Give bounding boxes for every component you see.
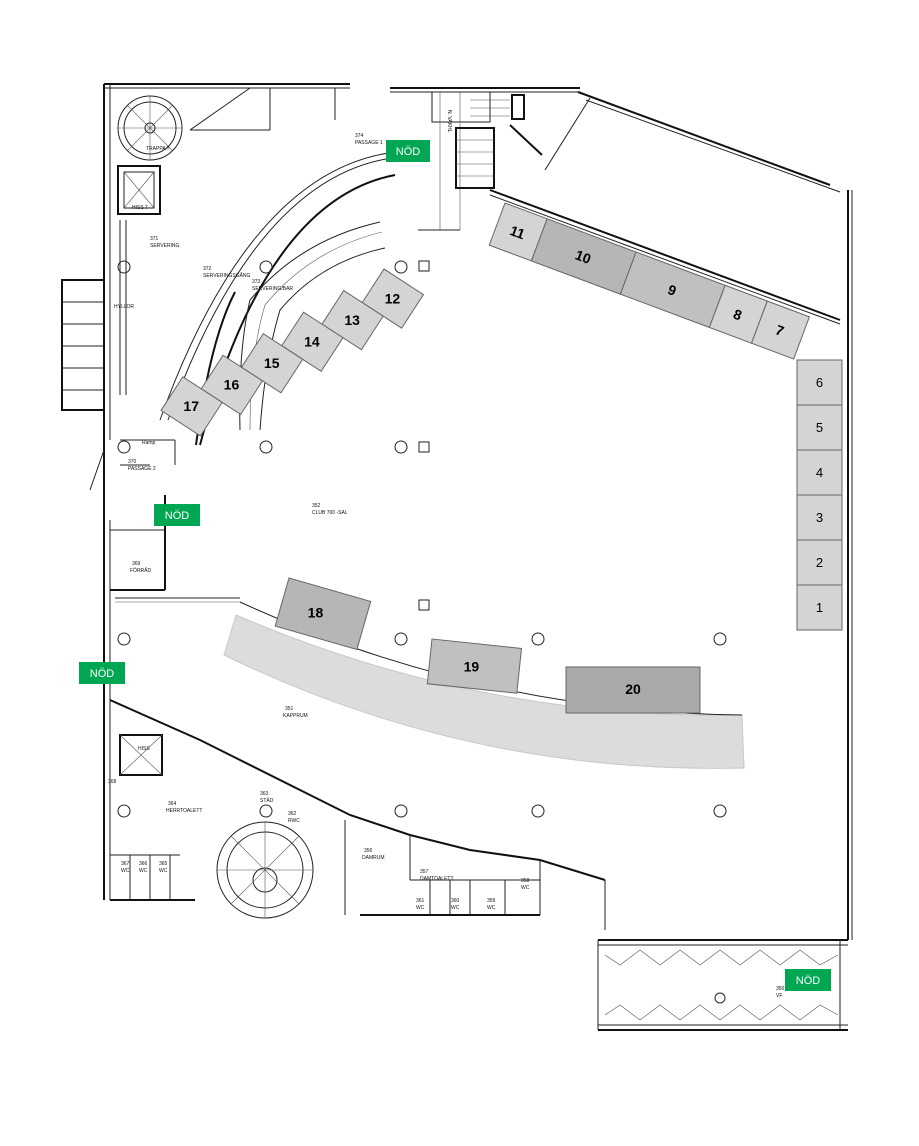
booth-17-label: 17 bbox=[183, 398, 199, 414]
room-372-number: 372 bbox=[203, 266, 212, 272]
room-374-number: 374 bbox=[355, 133, 364, 139]
room-359-number: 359 bbox=[487, 898, 496, 904]
booth-6-label: 6 bbox=[816, 375, 823, 390]
room-356-number: 356 bbox=[364, 848, 373, 854]
emergency-exit-west: NÖD bbox=[79, 662, 125, 684]
room-360-number: 360 bbox=[451, 898, 460, 904]
booth-7[interactable]: 7 bbox=[750, 300, 811, 360]
booth-18[interactable]: 18 bbox=[274, 577, 372, 651]
booth-19[interactable]: 19 bbox=[426, 638, 523, 694]
room-350-number: 350 bbox=[776, 986, 785, 992]
room-371-name: SERVERING bbox=[150, 243, 179, 249]
room-373-number: 373 bbox=[252, 279, 261, 285]
booth-16-label: 16 bbox=[224, 377, 240, 393]
walls bbox=[61, 83, 853, 1031]
room-350-name: VF bbox=[776, 993, 782, 999]
booth-11[interactable]: 11 bbox=[488, 202, 548, 262]
emergency-exit-left: NÖD bbox=[154, 504, 200, 526]
room-369-name: FÖRRÅD bbox=[130, 567, 152, 574]
room-370-number: 370 bbox=[128, 459, 137, 465]
room-351-name: KAPPRUM bbox=[283, 713, 308, 719]
elevator-label: HISS 7 bbox=[132, 205, 148, 211]
room-364-name: HERRTOALETT bbox=[166, 808, 203, 814]
room-356-name: DAMRUM bbox=[362, 855, 385, 861]
room-352-number: 352 bbox=[312, 503, 321, 509]
stair-label: TRAPPA 7 bbox=[146, 146, 170, 152]
shelves-label: HYLLOR bbox=[114, 304, 134, 310]
elevator-2-label: HISS bbox=[138, 746, 150, 752]
room-352-name: CLUB 700 -SAL bbox=[312, 510, 348, 516]
booth-20[interactable]: 20 bbox=[565, 666, 701, 714]
exit-label: NÖD bbox=[90, 668, 115, 680]
booth-14[interactable]: 14 bbox=[281, 311, 344, 372]
room-363-number: 363 bbox=[260, 791, 269, 797]
booth-20-label: 20 bbox=[625, 681, 641, 697]
booth-3[interactable]: 3 bbox=[796, 494, 843, 541]
room-labels: 374 PASSAGE 1 371 SERVERING 372 SERVERIN… bbox=[108, 110, 785, 999]
room-362-number: 362 bbox=[288, 811, 297, 817]
room-351-number: 351 bbox=[285, 706, 294, 712]
booth-5-label: 5 bbox=[816, 420, 823, 435]
room-362-name: RWC bbox=[288, 818, 300, 824]
booth-1[interactable]: 1 bbox=[796, 584, 843, 631]
room-359-name: WC bbox=[487, 905, 496, 911]
room-357-name: DAMTOALETT bbox=[420, 876, 454, 882]
room-365-name: WC bbox=[159, 868, 168, 874]
cloakroom-counter bbox=[223, 614, 745, 769]
exit-label: NÖD bbox=[396, 146, 421, 158]
room-370-name: PASSAGE 2 bbox=[128, 466, 156, 472]
room-373-name: SERVERING/BAR bbox=[252, 286, 293, 292]
booth-17[interactable]: 17 bbox=[160, 376, 223, 437]
booth-19-label: 19 bbox=[464, 658, 480, 674]
emergency-exit-south: NÖD bbox=[785, 969, 831, 991]
booth-4[interactable]: 4 bbox=[796, 449, 843, 496]
booth-3-label: 3 bbox=[816, 510, 823, 525]
exit-label: NÖD bbox=[796, 975, 821, 987]
stair-n-label: N. VAKHL bbox=[446, 110, 452, 133]
room-372-name: SERVERINGSGÅNG bbox=[203, 272, 251, 279]
room-367-number: 367 bbox=[121, 861, 130, 867]
room-371-number: 371 bbox=[150, 236, 159, 242]
room-366-number: 366 bbox=[139, 861, 148, 867]
room-363-name: STÄD bbox=[260, 797, 274, 804]
booth-4-label: 4 bbox=[816, 465, 823, 480]
room-365-number: 365 bbox=[159, 861, 168, 867]
room-366-name: WC bbox=[139, 868, 148, 874]
room-361-name: WC bbox=[416, 905, 425, 911]
room-367-name: WC bbox=[121, 868, 130, 874]
booth-9[interactable]: 9 bbox=[619, 251, 726, 329]
room-358-number: 358 bbox=[521, 878, 530, 884]
booth-2[interactable]: 2 bbox=[796, 539, 843, 586]
booth-11-label: 11 bbox=[508, 222, 528, 242]
booth-5[interactable]: 5 bbox=[796, 404, 843, 451]
room-368-number: 368 bbox=[108, 779, 117, 785]
booth-16[interactable]: 16 bbox=[200, 354, 264, 416]
room-374-name: PASSAGE 1 bbox=[355, 140, 383, 146]
booth-18-label: 18 bbox=[308, 605, 324, 621]
booth-1-label: 1 bbox=[816, 600, 823, 615]
exit-label: NÖD bbox=[165, 510, 190, 522]
booth-13-label: 13 bbox=[344, 312, 360, 328]
room-369-number: 369 bbox=[132, 561, 141, 567]
room-364-number: 364 bbox=[168, 801, 177, 807]
ramp-label: Ramp bbox=[142, 440, 156, 446]
columns bbox=[117, 260, 727, 818]
room-360-name: WC bbox=[451, 905, 460, 911]
room-357-number: 357 bbox=[420, 869, 429, 875]
booth-12-label: 12 bbox=[385, 290, 401, 306]
booth-10-label: 10 bbox=[573, 247, 593, 268]
booth-6[interactable]: 6 bbox=[796, 359, 843, 406]
booth-15-label: 15 bbox=[264, 355, 280, 371]
room-358-name: WC bbox=[521, 885, 530, 891]
booth-14-label: 14 bbox=[304, 333, 320, 349]
room-361-number: 361 bbox=[416, 898, 425, 904]
booth-2-label: 2 bbox=[816, 555, 823, 570]
emergency-exit-top: NÖD bbox=[386, 140, 430, 162]
